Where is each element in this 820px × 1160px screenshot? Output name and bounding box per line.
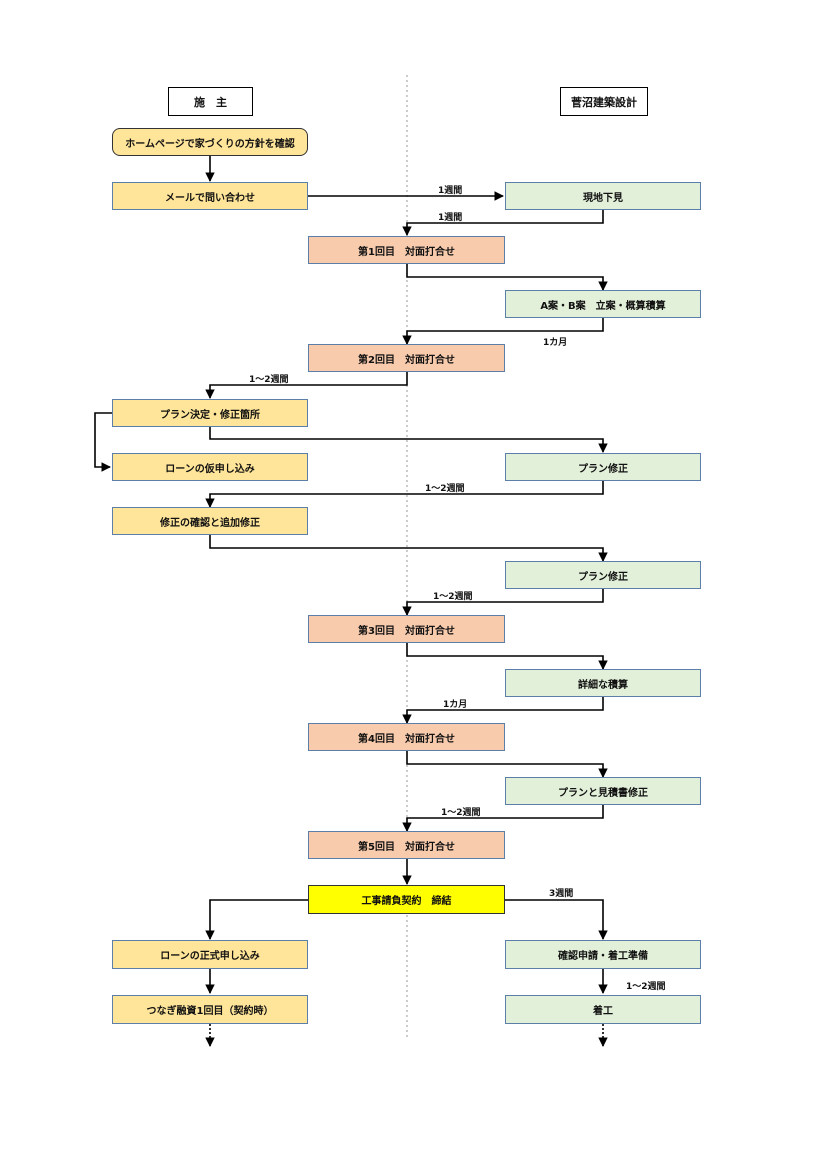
step-plan-estimate-fix-label: プランと見積書修正: [558, 787, 648, 799]
arrow-m4-to-plan-estimate-fix: [406, 751, 608, 778]
step-loan-provisional: ローンの仮申し込み: [112, 453, 308, 481]
meeting-3-label: 第3回目 対面打合せ: [358, 625, 455, 637]
step-homepage: ホームページで家づくりの方針を確認: [112, 128, 308, 156]
duration-label: 1カ月: [443, 700, 468, 710]
step-bridge-loan-label: つなぎ融資1回目（契約時）: [146, 1006, 274, 1017]
step-loan-formal-label: ローンの正式申し込み: [160, 951, 260, 962]
arrow-plan-estimate-fix-to-m5: [402, 805, 604, 832]
meeting-4-label: 第4回目 対面打合せ: [358, 733, 455, 745]
duration-label: 1週間: [438, 213, 463, 223]
step-detail-estimate: 詳細な積算: [505, 669, 701, 697]
step-bridge-loan: つなぎ融資1回目（契約時）: [112, 995, 308, 1024]
meeting-1: 第1回目 対面打合せ: [308, 236, 505, 264]
step-plan-estimate-fix: プランと見積書修正: [505, 777, 701, 805]
arrow-confirm-fix-to-plan-fix2: [209, 535, 608, 562]
duration-label: 1カ月: [543, 338, 568, 348]
duration-label: 1～2週間: [441, 808, 481, 818]
step-contract: 工事請負契約 締結: [308, 885, 505, 914]
client-header: 施 主: [168, 87, 253, 116]
step-plan-decision-label: プラン決定・修正箇所: [160, 409, 260, 421]
step-plan-fix-2: プラン修正: [505, 561, 701, 589]
architect-header-text: 菅沼建築設計: [571, 95, 637, 109]
duration-label: 1～2週間: [626, 982, 666, 992]
step-site-visit: 現地下見: [505, 182, 701, 210]
step-contract-label: 工事請負契約 締結: [361, 896, 452, 907]
arrow-plan-decision-to-loan-provisional: [94, 412, 112, 472]
arrow-m2-to-plan-decision: [205, 371, 408, 399]
step-plan-fix-2-label: プラン修正: [578, 571, 628, 583]
step-confirm-fix-label: 修正の確認と追加修正: [160, 517, 260, 529]
step-start-label: 着工: [593, 1006, 613, 1017]
duration-label: 1～2週間: [425, 484, 465, 494]
step-confirm-fix: 修正の確認と追加修正: [112, 507, 308, 535]
arrow-plan-fix1-to-confirm-fix: [205, 481, 604, 508]
arrow-ab-plan-to-m2: [402, 318, 604, 345]
duration-label: 1～2週間: [433, 592, 473, 602]
meeting-2: 第2回目 対面打合せ: [308, 344, 505, 372]
arrow-m1-to-ab-plan: [406, 264, 608, 291]
step-inquiry-label: メールで問い合わせ: [165, 192, 255, 204]
duration-label: 1週間: [438, 186, 463, 196]
step-homepage-label: ホームページで家づくりの方針を確認: [125, 138, 295, 150]
client-header-text: 施 主: [194, 95, 227, 109]
step-loan-formal: ローンの正式申し込み: [112, 940, 308, 969]
step-detail-estimate-label: 詳細な積算: [578, 679, 628, 691]
meeting-5: 第5回目 対面打合せ: [308, 831, 505, 859]
duration-label: 3週間: [549, 889, 574, 899]
meeting-4: 第4回目 対面打合せ: [308, 723, 505, 751]
arrow-site-visit-to-m1: [402, 210, 604, 236]
step-plan-fix-1-label: プラン修正: [578, 463, 628, 475]
step-inquiry: メールで問い合わせ: [112, 182, 308, 210]
arrow-contract-to-permit-prep: [505, 899, 608, 940]
step-ab-plan: A案・B案 立案・概算積算: [505, 290, 701, 318]
step-permit-prep: 確認申請・着工準備: [505, 940, 701, 969]
step-site-visit-label: 現地下見: [583, 192, 623, 204]
meeting-1-label: 第1回目 対面打合せ: [358, 246, 455, 258]
step-permit-prep-label: 確認申請・着工準備: [558, 951, 648, 962]
step-ab-plan-label: A案・B案 立案・概算積算: [540, 300, 666, 312]
arrow-m3-to-detail-estimate: [406, 643, 608, 670]
meeting-2-label: 第2回目 対面打合せ: [358, 354, 455, 366]
architect-header: 菅沼建築設計: [560, 87, 648, 116]
arrow-plan-decision-to-plan-fix1: [209, 426, 608, 453]
step-start: 着工: [505, 995, 701, 1024]
arrow-detail-estimate-to-m4: [402, 697, 604, 724]
duration-label: 1～2週間: [249, 375, 289, 385]
step-plan-decision: プラン決定・修正箇所: [112, 399, 308, 427]
arrow-contract-to-loan-formal: [205, 899, 308, 940]
step-loan-provisional-label: ローンの仮申し込み: [165, 463, 255, 475]
arrow-plan-fix2-to-m3: [402, 589, 604, 616]
step-plan-fix-1: プラン修正: [505, 453, 701, 481]
meeting-5-label: 第5回目 対面打合せ: [358, 841, 455, 853]
meeting-3: 第3回目 対面打合せ: [308, 615, 505, 643]
